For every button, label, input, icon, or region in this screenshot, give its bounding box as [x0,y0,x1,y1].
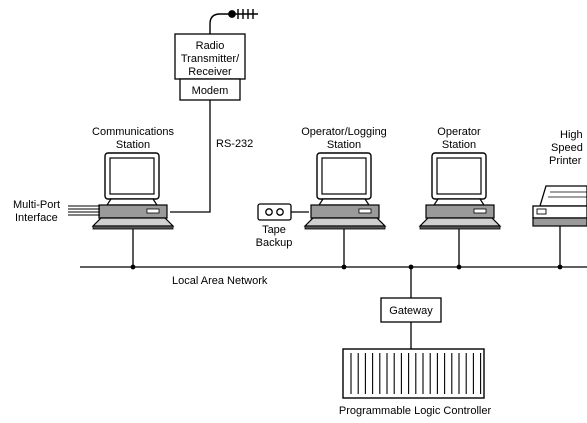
rs232-connection [170,100,211,213]
tape-label-line-1: Tape [262,224,286,236]
tape-backup-icon [257,203,309,221]
operator-logging-station-computer-icon [304,152,386,230]
comm-station-label-line-1: Communications [92,126,174,138]
tape-label-line-2: Backup [256,237,293,249]
operator-station-computer-icon [419,152,501,230]
lan-label: Local Area Network [172,275,268,287]
oplog-station-label-line-1: Operator/Logging [301,126,387,138]
antenna-icon [209,9,258,34]
radio-label-line-2: Transmitter/ [181,53,240,65]
plc-label: Programmable Logic Controller [339,405,492,417]
plc-rack-icon [342,348,485,399]
oplog-station-label-line-2: Station [327,139,361,151]
radio-transmitter-receiver: Radio Transmitter/ Receiver [174,33,246,80]
gateway-label: Gateway [389,305,433,317]
modem-label: Modem [192,85,229,97]
multiport-label-line-2: Interface [15,212,58,224]
radio-label-line-1: Radio [196,40,225,52]
printer-icon [532,185,587,227]
rs232-label: RS-232 [216,138,253,150]
modem: Modem [179,78,241,101]
radio-label-line-3: Receiver [188,66,232,78]
printer-label-line-1: High [560,129,583,141]
multi-port-cables [68,205,100,216]
comm-station-label-line-2: Station [116,139,150,151]
communications-station-computer-icon [92,152,174,230]
printer-label-line-2: Speed [551,142,583,154]
lan-bus [80,226,587,298]
operator-station-label-line-2: Station [442,139,476,151]
printer-label-line-3: Printer [549,155,582,167]
lan-junction-dots [130,264,563,270]
multiport-label-line-1: Multi-Port [13,199,60,211]
operator-station-label-line-1: Operator [437,126,481,138]
gateway: Gateway [380,297,442,323]
